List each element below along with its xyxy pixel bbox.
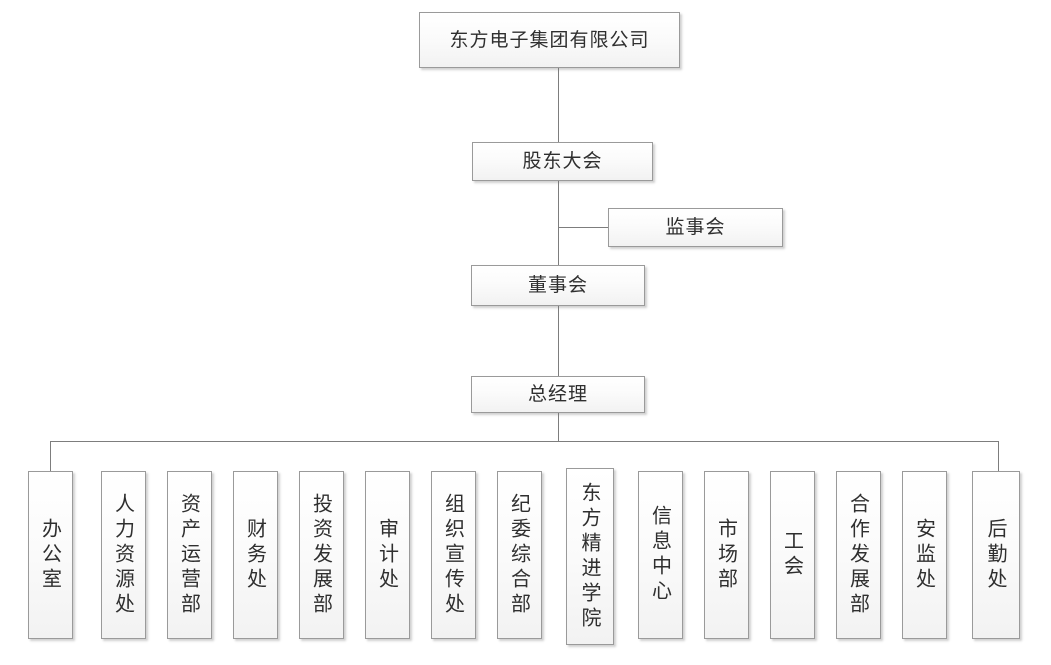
org-node-department-9[interactable]: 信息中心	[638, 471, 683, 639]
node-label: 财务处	[243, 517, 268, 593]
node-label: 东方精进学院	[578, 481, 602, 632]
org-node-department-6[interactable]: 组织宣传处	[431, 471, 476, 639]
node-label: 股东大会	[522, 150, 603, 172]
org-node-department-2[interactable]: 资产运营部	[167, 471, 212, 639]
org-node-department-13[interactable]: 安监处	[902, 471, 947, 639]
org-node-department-0[interactable]: 办公室	[28, 471, 73, 639]
node-label: 投资发展部	[309, 492, 334, 618]
node-label: 审计处	[375, 517, 400, 593]
org-node-department-3[interactable]: 财务处	[233, 471, 278, 639]
org-node-level2-0[interactable]: 监事会	[608, 208, 783, 247]
node-label: 资产运营部	[177, 492, 202, 618]
connector-bus-to-last-dept	[998, 441, 999, 471]
node-label: 总经理	[527, 383, 588, 405]
node-label: 市场部	[714, 517, 739, 593]
connector-department-bus	[50, 441, 998, 442]
connector-bus-to-first-dept	[50, 441, 51, 471]
node-label: 纪委综合部	[507, 492, 532, 618]
org-node-root[interactable]: 东方电子集团有限公司	[419, 12, 680, 68]
node-label: 组织宣传处	[441, 492, 466, 618]
node-label: 工会	[780, 530, 805, 580]
node-label: 办公室	[38, 517, 63, 593]
node-label: 安监处	[912, 517, 937, 593]
org-node-department-11[interactable]: 工会	[770, 471, 815, 639]
org-node-level2-1[interactable]: 董事会	[471, 265, 645, 306]
node-label: 董事会	[527, 274, 588, 296]
org-node-department-12[interactable]: 合作发展部	[836, 471, 881, 639]
org-node-department-14[interactable]: 后勤处	[972, 471, 1020, 639]
node-label: 人力资源处	[111, 492, 136, 618]
connector-manager-to-bus	[558, 413, 559, 441]
org-node-department-8[interactable]: 东方精进学院	[566, 468, 614, 645]
connector-supervisors-branch	[558, 227, 608, 228]
node-label: 合作发展部	[846, 492, 871, 618]
org-node-department-1[interactable]: 人力资源处	[101, 471, 146, 639]
org-node-department-5[interactable]: 审计处	[365, 471, 410, 639]
org-node-department-4[interactable]: 投资发展部	[299, 471, 344, 639]
connector-board-to-manager	[558, 306, 559, 376]
org-node-department-10[interactable]: 市场部	[704, 471, 749, 639]
node-label: 后勤处	[984, 517, 1008, 593]
node-label: 监事会	[665, 216, 726, 238]
node-label: 东方电子集团有限公司	[449, 28, 650, 51]
org-node-level3-0[interactable]: 总经理	[471, 376, 645, 413]
org-node-department-7[interactable]: 纪委综合部	[497, 471, 542, 639]
connector-shareholders-to-board	[558, 181, 559, 265]
node-label: 信息中心	[648, 505, 673, 605]
org-node-level1-0[interactable]: 股东大会	[472, 142, 653, 181]
connector-root-to-shareholders	[558, 68, 559, 142]
